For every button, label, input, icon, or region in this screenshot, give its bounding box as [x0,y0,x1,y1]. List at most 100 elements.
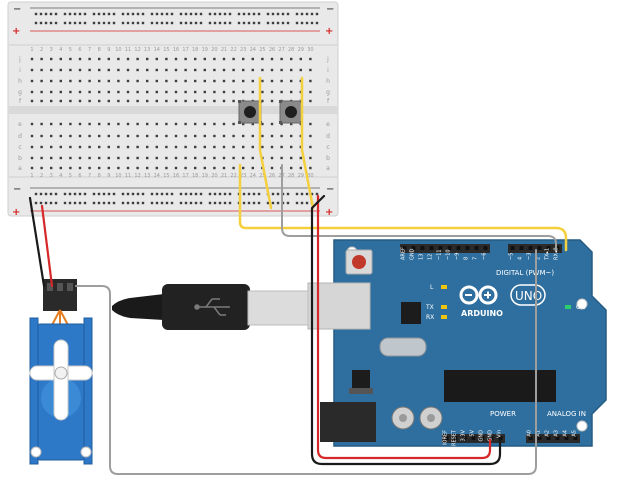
header-pin[interactable] [555,246,560,250]
row-letter: g [326,89,330,96]
column-number: 13 [144,47,150,53]
header-pin[interactable] [447,246,452,250]
header-pin[interactable] [528,436,533,440]
pin-label: ~6 [482,253,488,260]
column-number: 23 [240,173,246,179]
header-pin[interactable] [498,436,503,440]
header-pin[interactable] [528,246,533,250]
header-pin[interactable] [480,436,485,440]
header-pin[interactable] [489,436,494,440]
pin-label: ~10 [446,249,452,260]
row-letter: j [326,56,329,63]
row-letter: e [326,121,330,128]
header-pin[interactable] [537,436,542,440]
rail-minus-sign: − [13,4,21,15]
led-l [441,285,447,289]
header-pin[interactable] [411,246,416,250]
breadboard: − − + + − − + + 112233445566778899101011… [7,1,339,218]
on-label: ON [576,304,585,311]
header-pin[interactable] [465,246,470,250]
push-button-1[interactable] [238,100,262,124]
header-pin[interactable] [510,246,515,250]
header-pin[interactable] [573,436,578,440]
header-pin[interactable] [474,246,479,250]
header-pin[interactable] [444,436,449,440]
wire-yellow [300,76,315,210]
wire-black [28,196,46,288]
header-pin[interactable] [519,246,524,250]
column-number: 6 [78,173,81,179]
wire-gray [281,164,557,251]
column-number: 30 [307,47,313,53]
usb-cable [112,284,309,330]
header-pin[interactable] [402,246,407,250]
wire-gray [75,249,537,475]
header-pin[interactable] [429,246,434,250]
led-rx [441,315,447,319]
column-number: 29 [298,47,304,53]
column-number: 2 [40,47,43,53]
column-number: 7 [88,47,91,53]
row-letter: c [326,144,329,151]
row-letter: e [18,121,22,128]
column-number: 17 [182,173,188,179]
header-pin[interactable] [537,246,542,250]
column-number: 14 [154,47,160,53]
column-number: 26 [269,47,275,53]
column-number: 16 [173,47,179,53]
header-pin[interactable] [438,246,443,250]
reset-button[interactable] [345,249,373,275]
led-tx [441,305,447,309]
column-number: 30 [307,173,313,179]
header-pin[interactable] [462,436,467,440]
column-number: 22 [230,47,236,53]
microcontroller-chip [444,370,556,402]
column-number: 21 [221,47,227,53]
column-number: 10 [115,47,121,53]
row-letter: h [326,78,330,85]
column-number: 12 [134,47,140,53]
column-number: 15 [163,173,169,179]
pin-label: TX▸1 [545,248,551,261]
rail-plus-sign: + [12,207,20,218]
pin-label: RESET [452,429,458,446]
row-letter: d [18,133,22,140]
rail-minus-sign: − [326,4,334,15]
header-pin[interactable] [456,246,461,250]
column-number: 28 [288,173,294,179]
column-number: 1 [30,47,33,53]
arduino-logo-icon [459,285,498,305]
arduino-model: UNO [515,289,542,303]
pin-label: ~9 [455,253,461,260]
column-number: 3 [50,173,53,179]
column-number: 8 [98,173,101,179]
header-pin[interactable] [555,436,560,440]
pin-label: 2 [536,257,542,260]
column-number: 24 [250,173,256,179]
column-number: 29 [298,173,304,179]
push-button-2[interactable] [279,100,303,124]
header-pin[interactable] [471,436,476,440]
column-number: 5 [69,47,72,53]
header-pin[interactable] [564,436,569,440]
header-pin[interactable] [483,246,488,250]
power-label: POWER [490,410,516,418]
pin-label: GND [479,430,485,442]
usb-icon [194,298,230,316]
header-pin[interactable] [453,436,458,440]
analog-label: ANALOG IN [547,410,586,418]
header-pin[interactable] [420,246,425,250]
row-letter: h [18,78,22,85]
header-pin[interactable] [546,436,551,440]
pin-label: A4 [563,430,569,437]
column-number: 25 [259,47,265,53]
header-pin[interactable] [546,246,551,250]
rail-plus-sign: + [325,26,333,37]
row-letter: b [326,155,330,162]
power-jack [320,402,376,442]
column-number: 19 [202,173,208,179]
servo-motor [29,279,93,465]
breadboard-labels: 1122334455667788991010111112121313141415… [18,47,330,179]
